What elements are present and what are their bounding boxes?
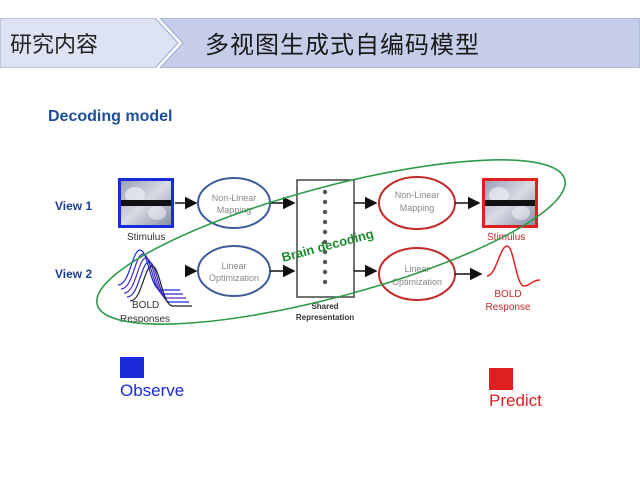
shared-representation-box (296, 179, 355, 298)
bold-responses-input-icon (117, 249, 192, 307)
nonlinear-out-line2: Mapping (400, 203, 435, 213)
bold-output-label-line2: Response (485, 302, 530, 313)
brain-decoding-ellipse (96, 159, 566, 325)
bold-input-label-line1: BOLD (132, 300, 159, 311)
nonlinear-in-line1: Non-Linear (212, 193, 257, 203)
predict-legend-label: Predict (489, 391, 542, 410)
nonlinear-mapping-input-node (197, 177, 271, 229)
shared-label-line2: Representation (296, 313, 354, 322)
linear-out-line1: Linear (404, 264, 429, 274)
stimulus-input-image (118, 178, 174, 228)
stimulus-output-label: Stimulus (487, 232, 525, 243)
bold-input-label-line2: Responses (120, 314, 170, 325)
linear-in-line1: Linear (221, 261, 246, 271)
linear-in-line2: Optimization (209, 273, 259, 283)
nonlinear-out-line1: Non-Linear (395, 190, 440, 200)
header-band-shapes (0, 18, 640, 68)
predict-legend-swatch (489, 368, 513, 390)
view2-label: View 2 (55, 267, 92, 281)
nonlinear-in-line2: Mapping (217, 205, 252, 215)
slide-title: 多视图生成式自编码模型 (205, 31, 480, 59)
stimulus-input-label: Stimulus (127, 232, 165, 243)
linear-optimization-input-node (197, 245, 271, 297)
bold-response-output-icon (486, 245, 541, 287)
stimulus-output-image (482, 178, 538, 228)
shared-label-line1: Shared (311, 302, 338, 311)
diagram-title: Decoding model (48, 108, 173, 125)
observe-legend-swatch (120, 357, 144, 378)
bold-output-label-line1: BOLD (494, 289, 521, 300)
linear-out-line2: Optimization (392, 277, 442, 287)
observe-legend-label: Observe (120, 381, 184, 400)
view1-label: View 1 (55, 199, 92, 213)
header-band (0, 18, 640, 68)
section-label: 研究内容 (10, 33, 99, 58)
